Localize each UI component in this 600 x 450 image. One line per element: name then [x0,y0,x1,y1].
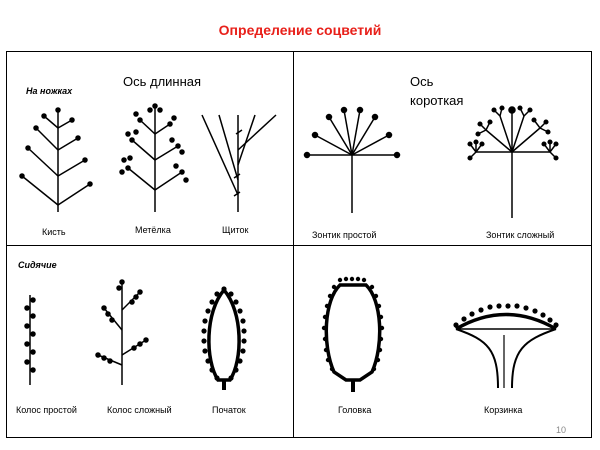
head-label: Головка [338,405,372,415]
basket-label: Корзинка [484,405,523,415]
compound-spike-label: Колос сложный [107,405,172,415]
compound-umbel-label: Зонтик сложный [486,230,555,240]
head-drawing [321,276,385,392]
sessile-heading: Сидячие [18,260,57,270]
panicle-label: Метёлка [135,225,171,235]
stalked-heading: На ножках [26,86,73,96]
compound-spike-drawing [95,279,149,385]
long-axis-heading: Ось длинная [123,74,202,89]
simple-spike-drawing [24,295,36,385]
page-number: 10 [555,425,566,435]
simple-umbel-drawing [303,106,401,213]
page-title: Определение соцветий [218,22,382,38]
raceme-label: Кисть [42,227,66,237]
corymb-label: Щиток [222,225,249,235]
basket-drawing [453,303,559,389]
simple-umbel-label: Зонтик простой [312,230,377,240]
horizontal-divider [6,245,592,246]
raceme-drawing [19,107,93,212]
short-axis-heading-line1: Ось [410,74,434,89]
spadix-label: Початок [212,405,246,415]
diagram-frame [6,51,592,438]
simple-spike-label: Колос простой [16,405,77,415]
panicle-drawing [119,103,189,212]
compound-umbel-drawing [467,105,559,218]
vertical-divider [293,51,294,438]
corymb-drawing [201,114,277,212]
short-axis-heading-line2: короткая [410,93,464,108]
spadix-drawing [201,286,247,390]
